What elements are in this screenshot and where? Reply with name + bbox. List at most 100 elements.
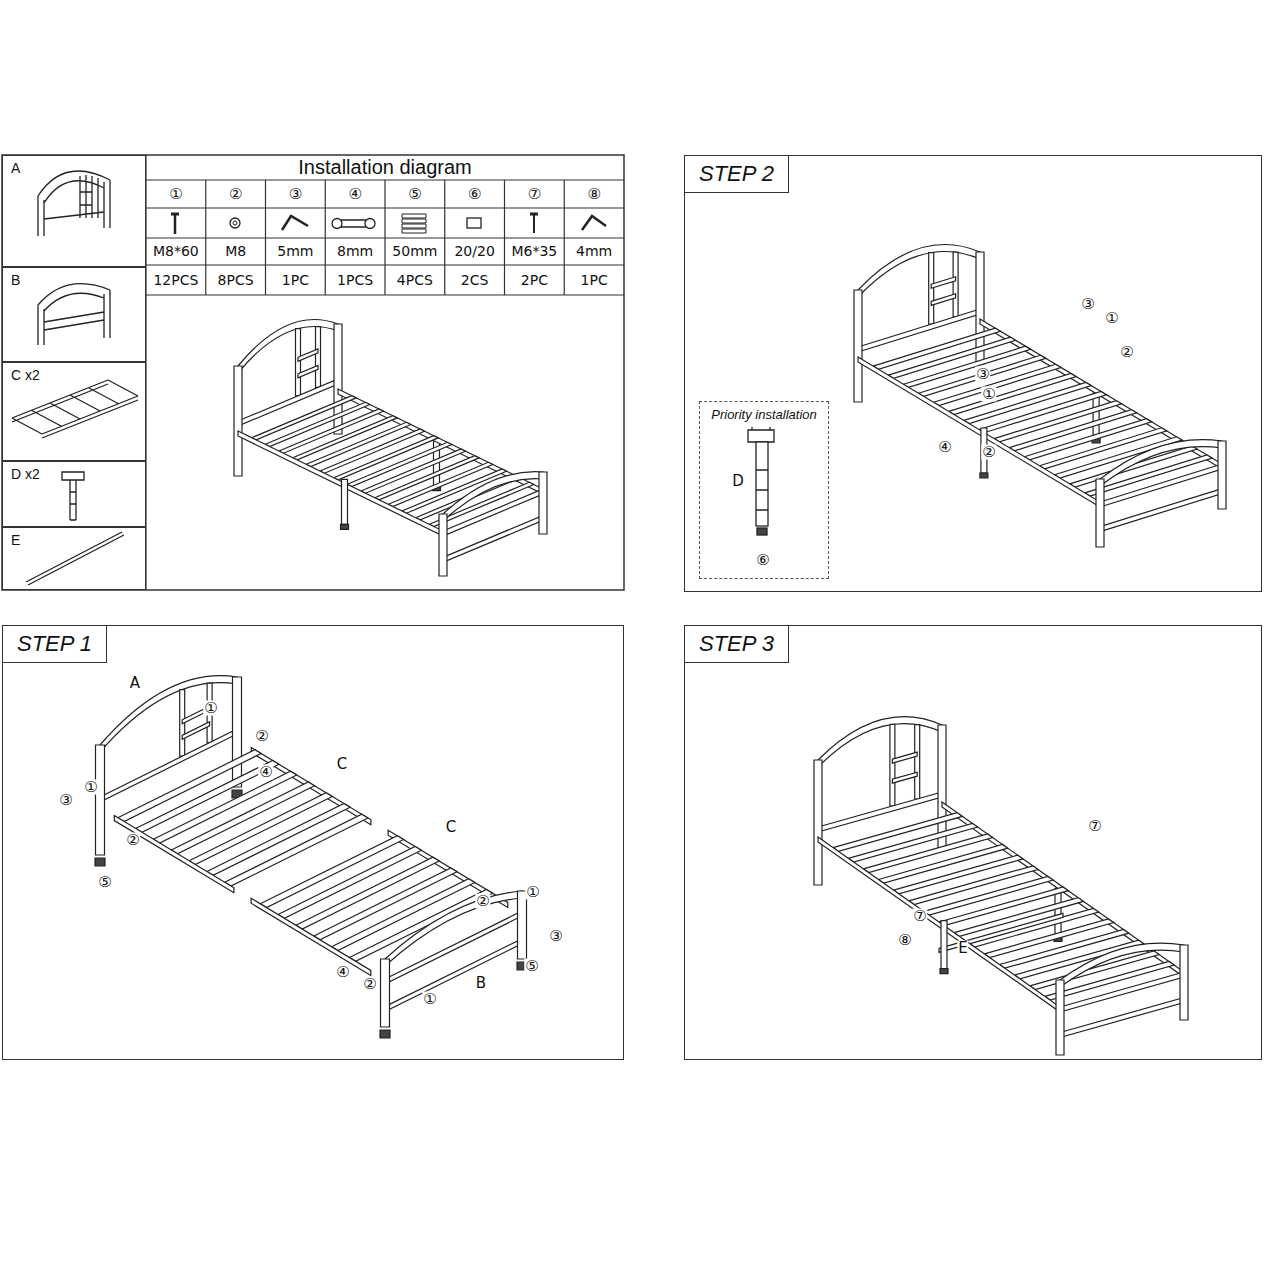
table-cell: 4mm	[575, 244, 613, 258]
table-cell: 12PCS	[152, 273, 199, 287]
callout-number: ⑥	[467, 187, 482, 202]
callout-number: ④	[335, 965, 350, 980]
part-cell: B	[2, 267, 146, 362]
table-cell: M6*35	[510, 244, 558, 258]
headboard-bar	[890, 724, 895, 806]
side-rail	[818, 837, 1060, 1012]
headboard-bar	[915, 725, 920, 799]
slat	[136, 761, 279, 833]
bed-post	[439, 514, 447, 576]
callout-number: ②	[1119, 345, 1134, 360]
table-cell: 1PC	[281, 273, 310, 287]
wrench-icon	[341, 220, 366, 227]
slat	[189, 793, 332, 865]
footboard-icon	[38, 284, 110, 345]
slat	[207, 804, 350, 876]
headboard-bar	[953, 252, 958, 316]
callout-number: ②	[228, 187, 243, 202]
bed-post	[518, 891, 527, 959]
part-letter: D	[731, 474, 745, 489]
table-cell: 5mm	[276, 244, 314, 258]
slat	[278, 847, 421, 919]
board-arc	[818, 717, 942, 767]
headboard-bar	[316, 327, 321, 388]
callout-number: ②	[254, 729, 269, 744]
bed-post	[1180, 945, 1188, 1020]
center-leg	[1093, 393, 1099, 438]
callout-number: ⑦	[1087, 819, 1102, 834]
step-panel: STEP 2Priority installation	[684, 155, 1262, 592]
callout-number: ⑧	[586, 187, 601, 202]
leg-pad	[757, 528, 767, 535]
callout-number: ⑦	[527, 187, 542, 202]
board-arc	[1100, 440, 1222, 486]
headboard-rung	[892, 772, 917, 783]
bed-post	[233, 677, 242, 787]
callout-number: ②	[362, 977, 377, 992]
headboard-icon	[38, 171, 110, 236]
footboard-rail	[1100, 464, 1222, 507]
part-letter: E	[957, 941, 968, 956]
headboard-rail	[858, 309, 980, 352]
nut-hole	[233, 221, 237, 225]
bed-post	[1096, 479, 1104, 547]
panel-frame	[2, 155, 624, 590]
bolt-head	[171, 213, 179, 216]
leg-pad	[980, 473, 988, 478]
step-heading: STEP 1	[3, 626, 107, 663]
table-cell: 1PCS	[336, 273, 374, 287]
table-title: Installation diagram	[298, 156, 471, 179]
table-cell: M8*60	[152, 244, 200, 258]
leg-icon	[62, 472, 84, 520]
callout-number: ⑤	[407, 187, 422, 202]
slat	[260, 836, 403, 908]
side-rail	[858, 357, 1100, 507]
part-cell: E	[2, 527, 146, 590]
bed-post	[381, 959, 390, 1027]
pad-icon	[467, 218, 481, 228]
slat	[252, 396, 357, 440]
side-rail	[114, 816, 234, 893]
nut-icon	[230, 218, 240, 228]
center-leg	[342, 479, 348, 524]
board-arc	[858, 244, 980, 297]
table-cell: 4PCS	[396, 273, 434, 287]
callout-number: ⑥	[755, 553, 770, 568]
part-letter: E	[3, 528, 28, 552]
step-heading: STEP 3	[685, 626, 789, 663]
leg-pad	[341, 524, 349, 529]
callout-number: ②	[125, 833, 140, 848]
bed-post	[854, 290, 862, 402]
slat	[153, 771, 296, 843]
wrench-end	[365, 219, 375, 229]
part-letter: A	[129, 676, 141, 691]
headboard-rail	[238, 379, 338, 426]
headboard-rung	[298, 365, 318, 377]
slat	[296, 857, 439, 929]
callout-number: ①	[168, 187, 183, 202]
table-cell: 1PC	[580, 273, 609, 287]
callout-number: ②	[981, 445, 996, 460]
table-cell: 8PCS	[217, 273, 255, 287]
table-cell: M8	[224, 244, 247, 258]
part-letter: B	[475, 976, 487, 991]
slat	[306, 422, 411, 466]
slat	[347, 442, 452, 486]
slat	[279, 409, 384, 453]
bed-post	[1056, 980, 1064, 1055]
slat	[349, 890, 492, 962]
callout-number: ③	[58, 793, 73, 808]
part-letter: C	[336, 757, 348, 772]
part-cell: C x2	[2, 362, 146, 461]
bed-drawings	[95, 244, 1226, 1055]
bed-post	[1218, 441, 1226, 509]
callout-number: ①	[525, 885, 540, 900]
callout-number: ③	[1080, 297, 1095, 312]
headboard-rung	[182, 722, 209, 740]
callout-number: ④	[347, 187, 362, 202]
bed-post	[234, 366, 242, 476]
callout-number: ①	[83, 780, 98, 795]
allen-key-icon	[582, 216, 606, 230]
footboard-rail	[443, 515, 543, 562]
